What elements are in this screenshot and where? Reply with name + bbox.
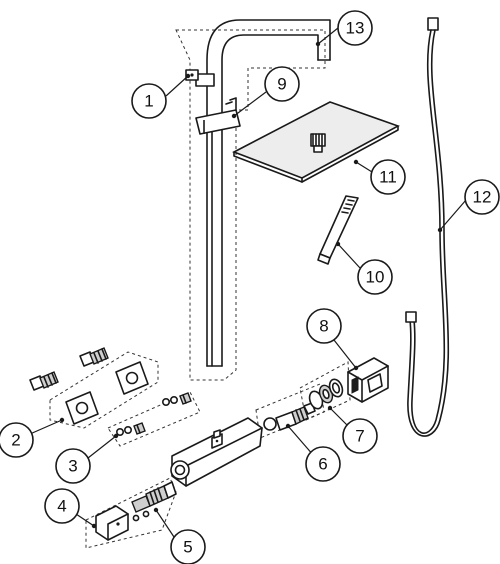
callout-13-label: 13 [346,19,365,38]
callout-12: 12 [464,179,500,215]
leader-9 [233,91,267,117]
callout-12-label: 12 [473,188,492,207]
callout-5: 5 [170,529,206,564]
group-outline-screws [107,391,201,447]
wall-connectors [29,347,149,425]
hand-shower [317,195,359,265]
leader-lines [29,27,467,541]
leader-8 [333,339,357,369]
callout-2: 2 [0,422,34,458]
leader-7 [329,407,349,427]
riser-pipe [206,19,331,367]
leader-13 [317,27,339,45]
leader-2 [29,419,63,435]
callout-7: 7 [342,418,378,454]
thermostatic-cartridge [131,481,177,522]
callout-1-label: 1 [144,92,153,111]
callout-5-label: 5 [183,538,192,557]
callout-8-label: 8 [319,317,328,336]
leader-12 [439,199,467,231]
leader-4 [75,513,95,527]
leader-3 [87,435,117,459]
callout-3-label: 3 [68,457,77,476]
callout-3: 3 [55,448,91,484]
group-outline-wall-covers [49,351,159,429]
callout-6-label: 6 [318,455,327,474]
screws-and-washers [116,392,192,436]
callout-11-label: 11 [379,168,397,187]
leader-5 [155,509,177,541]
leader-1 [165,75,189,97]
leader-dots [59,41,443,529]
control-handle [95,505,129,541]
callout-10: 10 [357,259,393,295]
callout-9-label: 9 [277,75,286,94]
leader-10 [337,243,361,269]
callout-8: 8 [306,308,342,344]
callout-6: 6 [305,446,341,482]
callout-4-label: 4 [57,497,66,516]
seal-rings [308,378,344,410]
group-outline-handle [85,477,177,549]
callout-4: 4 [44,488,80,524]
leader-11 [355,161,373,173]
rain-shower-head [232,101,400,183]
callout-11: 11 [370,159,406,195]
callout-2-label: 2 [11,431,20,450]
diverter-cartridge [263,402,316,431]
callout-10-label: 10 [366,268,385,287]
shower-hose [405,17,450,437]
callout-13: 13 [337,10,373,46]
diverter-knob [347,357,389,403]
callout-9: 9 [264,66,300,102]
leader-6 [287,425,315,457]
callout-1: 1 [131,83,167,119]
slider-holder [195,97,241,135]
callout-7-label: 7 [355,427,364,446]
thermostatic-mixer-body [170,417,263,487]
